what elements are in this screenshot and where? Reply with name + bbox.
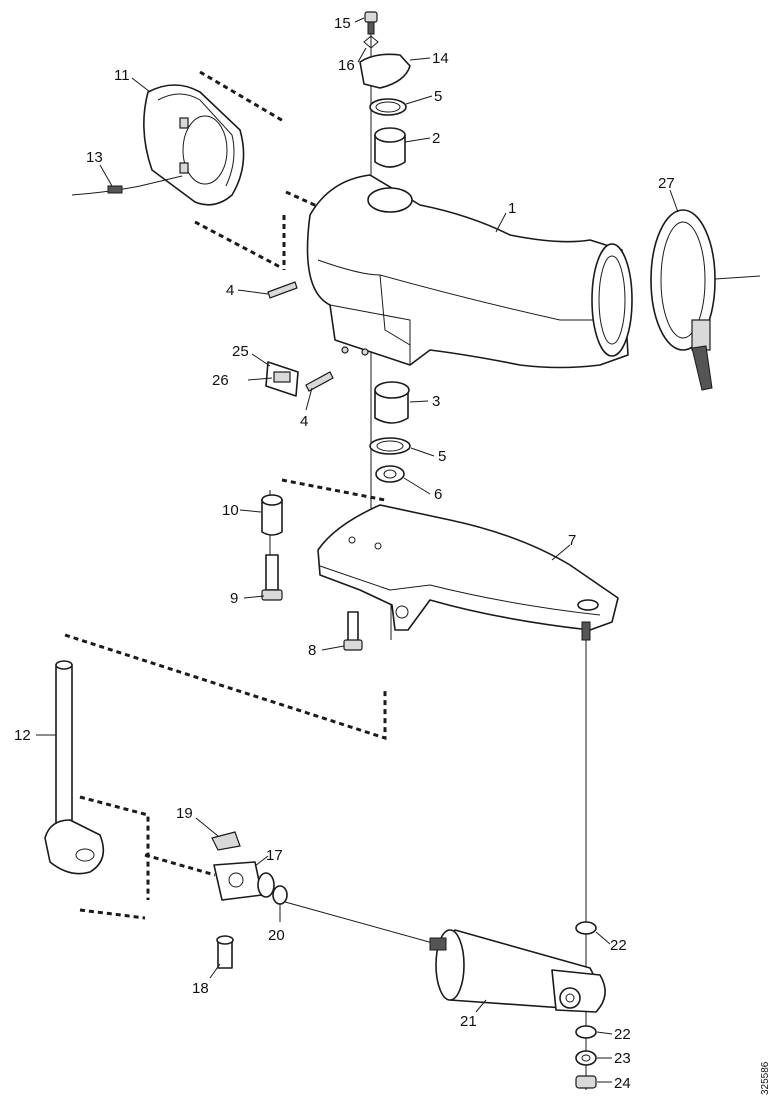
callout-26: 26 [212, 372, 229, 389]
callout-11: 11 [114, 67, 130, 84]
part-10-spacer [261, 494, 283, 601]
callout-10: 10 [222, 502, 239, 519]
callout-25: 25 [232, 343, 249, 360]
callout-20: 20 [268, 927, 285, 944]
callout-19: 19 [176, 805, 193, 822]
lower-stack [369, 381, 411, 483]
callout-leaders [36, 17, 679, 1083]
part-12-shaft [44, 660, 105, 875]
part-4-pins [267, 281, 334, 392]
callout-16: 16 [338, 57, 355, 74]
part-11-cover [143, 84, 245, 206]
callout-9: 9 [230, 590, 238, 607]
callout-13: 13 [86, 149, 103, 166]
callout-5-upper: 5 [434, 88, 442, 105]
lower-bushings [575, 921, 597, 1089]
callout-3: 3 [432, 393, 440, 410]
callout-4-lower: 4 [300, 413, 308, 430]
part-21-cylinder [429, 929, 606, 1013]
callout-23: 23 [614, 1050, 631, 1067]
callout-27: 27 [658, 175, 675, 192]
clevis-parts [211, 831, 288, 969]
callout-labels: 15 16 14 5 2 11 13 1 27 4 25 26 4 3 5 6 … [14, 15, 675, 1092]
callout-7: 7 [568, 532, 576, 549]
callout-21: 21 [460, 1013, 477, 1030]
callout-17: 17 [266, 847, 283, 864]
dashed-assembly-lines [64, 70, 387, 920]
part-13-cable [71, 175, 183, 196]
part-7-bracket [317, 504, 619, 641]
callout-18: 18 [192, 980, 209, 997]
callout-12: 12 [14, 727, 31, 744]
callout-22-lower: 22 [614, 1026, 631, 1043]
callout-8: 8 [308, 642, 316, 659]
callout-2: 2 [432, 130, 440, 147]
callout-1: 1 [508, 200, 516, 217]
part-8-bolt [343, 611, 363, 651]
upper-stack [359, 11, 411, 168]
callout-4-upper: 4 [226, 282, 234, 299]
callout-5-lower: 5 [438, 448, 446, 465]
part-27-clamp [650, 209, 716, 391]
callout-6: 6 [434, 486, 442, 503]
callout-24: 24 [614, 1075, 631, 1092]
callout-14: 14 [432, 50, 449, 67]
document-id: 325586 [760, 1061, 771, 1095]
callout-22-upper: 22 [610, 937, 627, 954]
part-25-plate [247, 361, 299, 397]
part-1-housing [306, 174, 633, 369]
callout-15: 15 [334, 15, 351, 32]
